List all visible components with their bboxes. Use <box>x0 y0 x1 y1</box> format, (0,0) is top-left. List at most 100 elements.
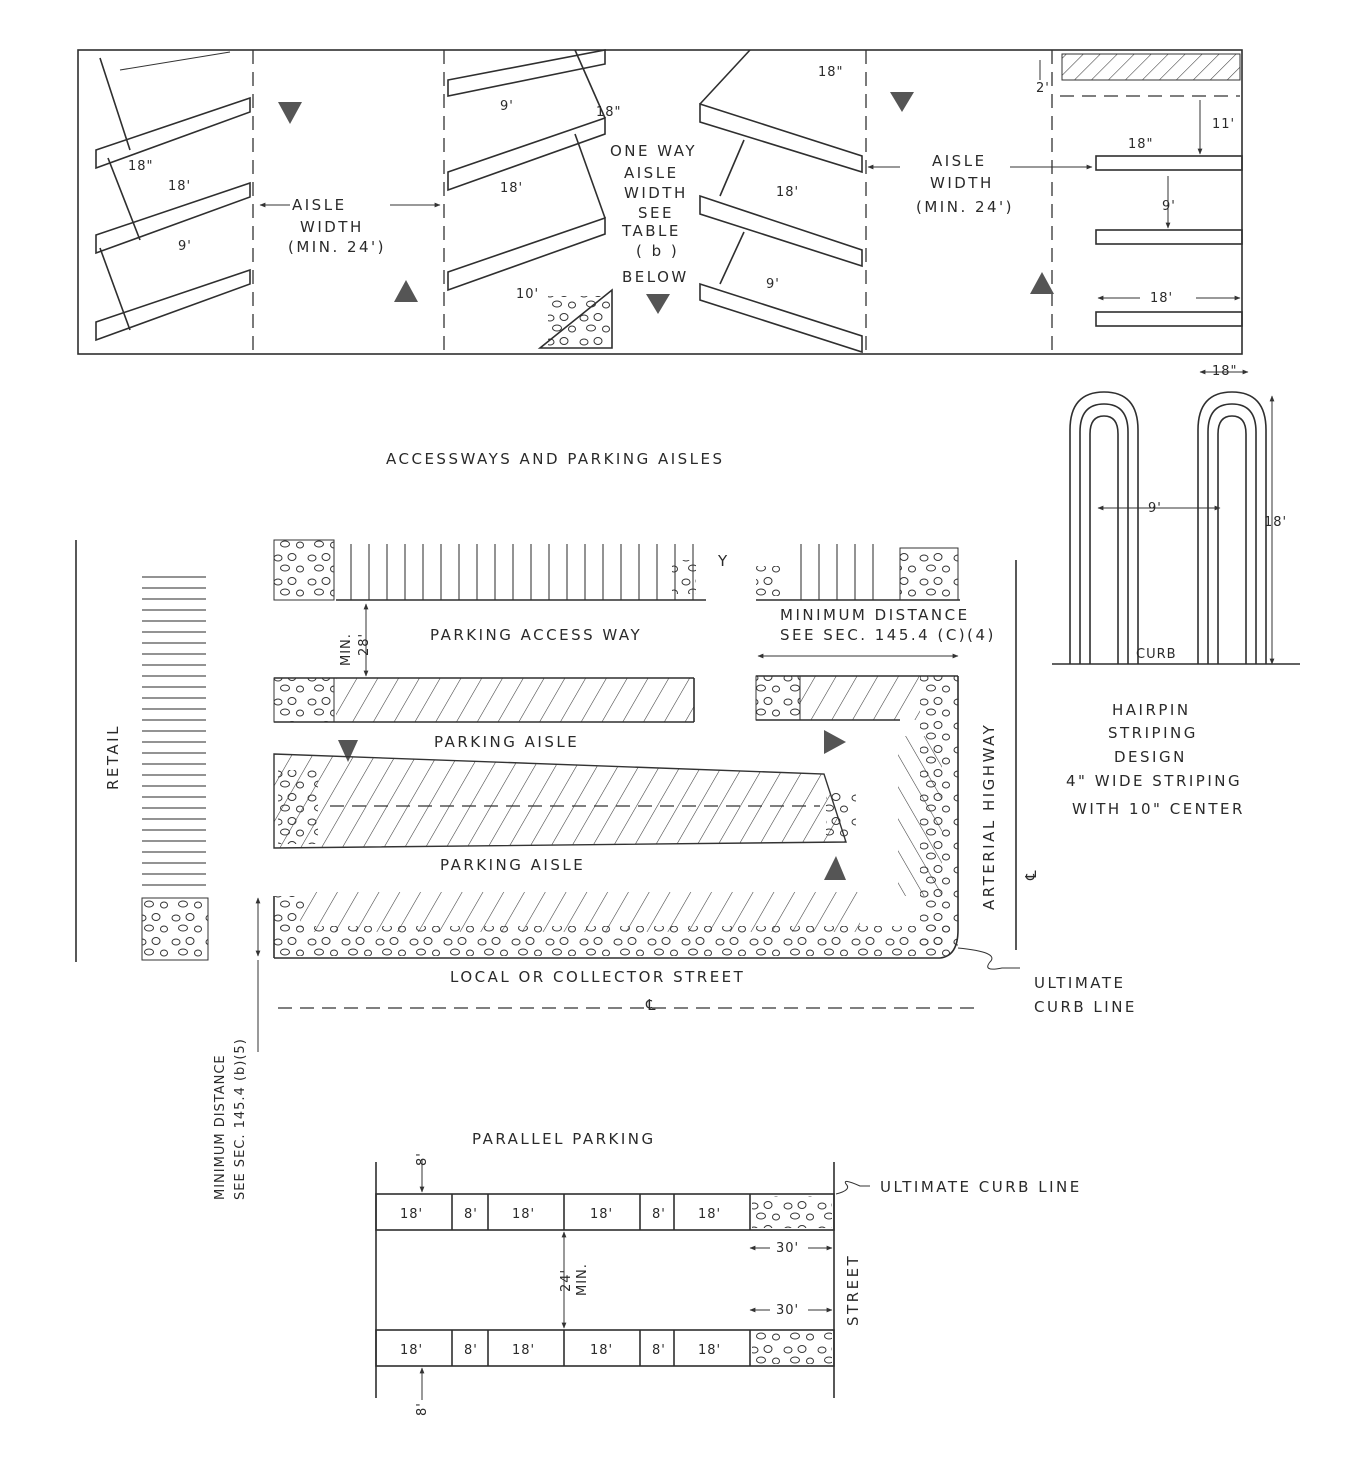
hairpin-caption-4: 4" WIDE STRIPING <box>1066 772 1242 790</box>
parallel-8ft-bottom: 8' <box>415 1402 430 1416</box>
parallel-parking: PARALLEL PARKING 18' 8' 18' 18' 8' 18' 1… <box>375 1130 1082 1416</box>
planter-mid-left <box>273 677 335 723</box>
parallel-30ft-a: 30' <box>776 1241 799 1256</box>
min-28-label: MIN. <box>339 633 354 666</box>
dim-2ft: 2' <box>1036 81 1050 96</box>
top-cell-6: 18' <box>698 1207 721 1222</box>
aisle-width-left-2: WIDTH <box>300 218 364 236</box>
aisle-width-right-2: WIDTH <box>930 174 994 192</box>
dim-18ft-c: 18' <box>776 185 799 200</box>
aisle-width-left-1: AISLE <box>292 196 347 214</box>
hairpin-18ft: 18' <box>1264 515 1287 530</box>
bottom-row-frame <box>375 1329 835 1367</box>
top-cell-3: 18' <box>512 1207 535 1222</box>
parking-aisle-2: PARKING AISLE <box>440 856 585 874</box>
top-cell-4: 18' <box>590 1207 613 1222</box>
arrow-up-icon <box>824 856 846 880</box>
top-cell-1: 18' <box>400 1207 423 1222</box>
dim-9ft-d: 9' <box>1162 199 1176 214</box>
arrow-right-icon <box>824 730 846 754</box>
right-perpendicular-stalls <box>1060 53 1243 327</box>
bottom-stalls <box>300 892 860 932</box>
direction-arrows <box>278 92 1054 314</box>
arrow-up-icon <box>1030 272 1054 294</box>
bottom-cell-5: 8' <box>652 1343 666 1358</box>
dim-9ft-c: 9' <box>766 277 780 292</box>
aisle-width-right-3: (MIN. 24') <box>916 198 1014 216</box>
arrow-down-icon <box>646 294 670 314</box>
dim-18ft-a: 18' <box>168 179 191 194</box>
hairpin-caption-5: WITH 10" CENTER <box>1072 800 1245 818</box>
ultimate-curb-1: ULTIMATE <box>1034 974 1126 992</box>
one-way-7: BELOW <box>622 268 689 286</box>
parallel-8ft-top: 8' <box>415 1152 430 1166</box>
hairpin-9ft: 9' <box>1148 501 1162 516</box>
arterial-highway: ARTERIAL HIGHWAY <box>980 723 998 910</box>
bottom-cell-3: 18' <box>512 1343 535 1358</box>
hairpin-curb-label: CURB <box>1136 647 1177 662</box>
arrow-down-icon <box>278 102 302 124</box>
top-cell-5: 8' <box>652 1207 666 1222</box>
top-stalls-right <box>792 544 888 600</box>
street-centerline-symbol: ℄ <box>645 996 658 1014</box>
hairpin-left <box>1069 391 1139 664</box>
min-distance-b-1: MINIMUM DISTANCE <box>213 1054 228 1200</box>
parking-aisle-1: PARKING AISLE <box>434 733 579 751</box>
parking-access-way: PARKING ACCESS WAY <box>430 626 642 644</box>
dim-18ft-b: 18' <box>500 181 523 196</box>
y-mark: Y <box>717 552 730 570</box>
min-distance-c-2: SEE SEC. 145.4 (C)(4) <box>780 626 996 644</box>
retail-striping <box>142 568 206 890</box>
parallel-24ft: 24' <box>559 1269 574 1292</box>
planter-top-left <box>273 539 335 601</box>
dim-18in-c: 18" <box>818 65 844 80</box>
center-left-stalls <box>447 49 613 349</box>
local-collector-street: LOCAL OR COLLECTOR STREET <box>450 968 745 986</box>
retail-label: RETAIL <box>104 724 122 790</box>
center-island <box>273 753 847 849</box>
arrow-up-icon <box>394 280 418 302</box>
one-way-2: AISLE <box>624 164 679 182</box>
dim-18ft-d: 18' <box>1150 291 1173 306</box>
mid-stalls-left <box>336 678 694 722</box>
parallel-24-min: MIN. <box>575 1263 590 1296</box>
planter-pebbles-top <box>548 296 610 348</box>
dim-18in-a: 18" <box>128 159 154 174</box>
right-stalls <box>898 736 942 896</box>
hairpin-18in: 18" <box>1212 364 1238 379</box>
bottom-cell-6: 18' <box>698 1343 721 1358</box>
center-right-stalls <box>699 49 863 354</box>
hairpin-caption-3: DESIGN <box>1114 748 1187 766</box>
min-distance-c-1: MINIMUM DISTANCE <box>780 606 970 624</box>
parallel-30ft-b: 30' <box>776 1303 799 1318</box>
dim-18in-b: 18" <box>596 105 622 120</box>
mid-stalls-right <box>800 676 920 720</box>
dim-9ft-b: 9' <box>500 99 514 114</box>
site-plan: RETAIL Y MIN. 28' PARKING ACCESS WAY MIN… <box>75 539 1134 1200</box>
accessways-title: ACCESSWAYS AND PARKING AISLES <box>386 450 725 468</box>
one-way-4: SEE <box>638 204 674 222</box>
top-row-frame <box>375 1193 835 1231</box>
one-way-1: ONE WAY <box>610 142 697 160</box>
bottom-cell-1: 18' <box>400 1343 423 1358</box>
hairpin-striping: 18" 9' 18' CURB HAIRPIN STRIPING DESIGN … <box>1052 364 1300 818</box>
curb-leader <box>957 947 1020 970</box>
top-stalls-left <box>336 544 706 600</box>
arrow-down-icon <box>890 92 914 112</box>
left-angled-stalls <box>95 51 251 342</box>
hairpin-caption-1: HAIRPIN <box>1112 701 1191 719</box>
bottom-planter-strip <box>274 926 954 956</box>
parallel-ultimate-curb: ULTIMATE CURB LINE <box>880 1178 1082 1196</box>
min-28-value: 28' <box>357 633 372 656</box>
arterial-centerline: ℄ <box>1022 868 1040 881</box>
top-panel-frame <box>77 49 1243 355</box>
aisle-width-right-1: AISLE <box>932 152 987 170</box>
top-panel: AISLE WIDTH (MIN. 24') ONE WAY AISLE WID… <box>77 49 1243 355</box>
aisle-width-left-3: (MIN. 24') <box>288 238 386 256</box>
parallel-title: PARALLEL PARKING <box>472 1130 656 1148</box>
hairpin-right <box>1197 391 1267 664</box>
hairpin-caption-2: STRIPING <box>1108 724 1198 742</box>
retail-planter <box>141 897 209 961</box>
curb-hatch <box>1061 53 1241 81</box>
